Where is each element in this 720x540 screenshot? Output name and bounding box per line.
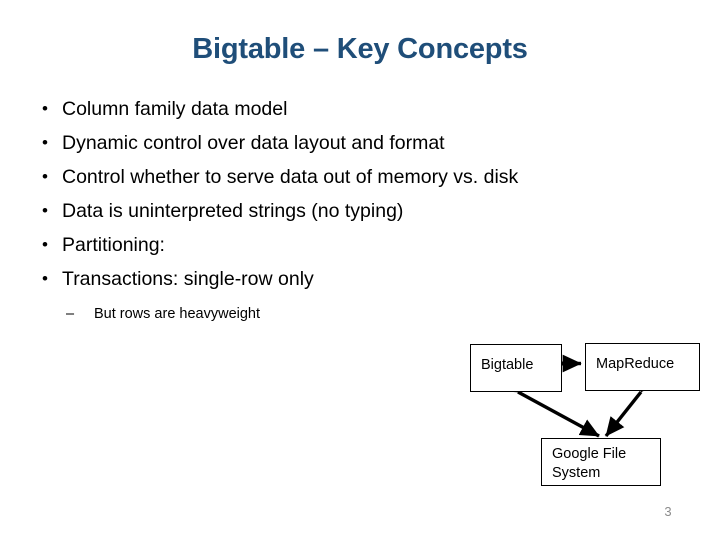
list-item: • Data is uninterpreted strings (no typi… [38,194,658,228]
list-item: • Transactions: single-row only [38,262,658,296]
sub-list-item: – But rows are heavyweight [62,302,482,326]
page-number: 3 [664,504,672,519]
list-item-label: Transactions: single-row only [62,268,314,290]
dash-marker-icon: – [66,306,75,322]
list-item: • Partitioning: [38,228,658,262]
sub-bullet-list: – But rows are heavyweight [62,302,482,326]
arrow-bigtable-gfs [497,375,600,438]
list-item-label: Control whether to serve data out of mem… [62,166,519,188]
list-item-label: Partitioning: [62,234,165,256]
bullet-marker-icon: • [42,133,48,152]
diagram-arrows [497,354,660,438]
list-item-label: Data is uninterpreted strings (no typing… [62,200,404,222]
arrow-mapreduce-gfs [604,372,660,438]
bullet-marker-icon: • [42,167,48,186]
architecture-diagram: Bigtable MapReduce Google File System [455,330,720,505]
bullet-marker-icon: • [42,201,48,220]
list-item: • Control whether to serve data out of m… [38,160,658,194]
diagram-box-google-file-system[interactable]: Google File System [541,438,661,486]
bullet-marker-icon: • [42,99,48,118]
list-item-label: Column family data model [62,98,288,120]
bullet-marker-icon: • [42,269,48,288]
diagram-box-bigtable[interactable]: Bigtable [470,344,562,392]
list-item-label: Dynamic control over data layout and for… [62,132,445,154]
bullet-marker-icon: • [42,235,48,254]
diagram-box-mapreduce[interactable]: MapReduce [585,343,700,391]
list-item: • Dynamic control over data layout and f… [38,126,658,160]
bullet-list: • Column family data model • Dynamic con… [38,92,658,296]
page-title: Bigtable – Key Concepts [192,33,528,65]
list-item: • Column family data model [38,92,658,126]
sub-list-item-label: But rows are heavyweight [94,306,261,322]
